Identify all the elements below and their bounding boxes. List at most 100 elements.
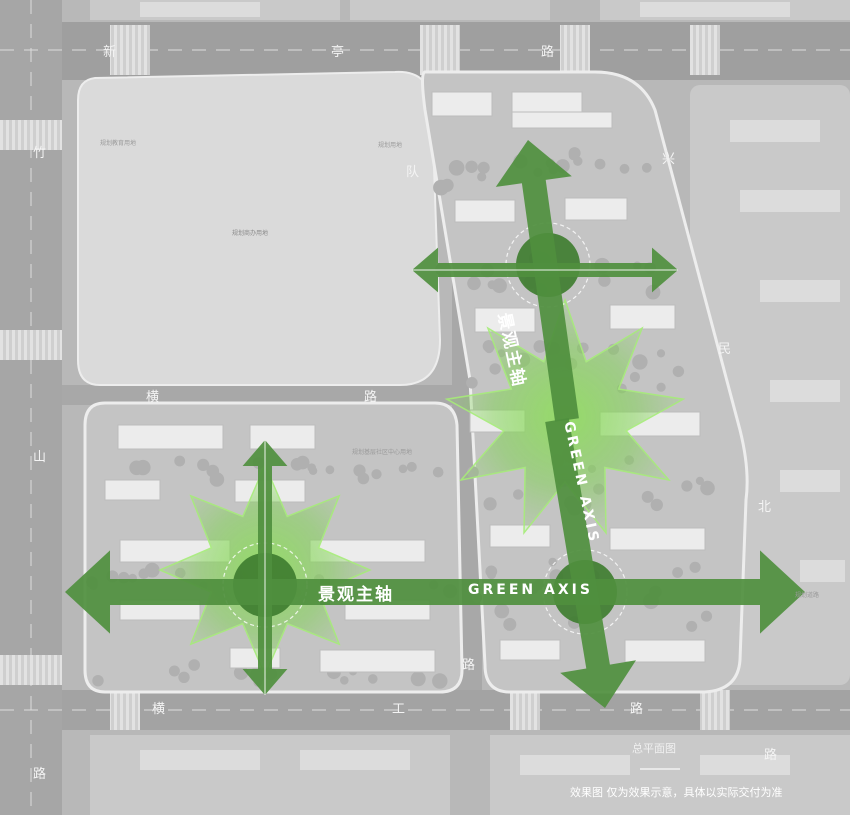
arrow-horizontal-east [320,550,805,634]
road-label-bottom-1: 横 [152,702,166,717]
building-11 [609,527,706,551]
parcel-label-school-2: 规划用地 [378,142,403,149]
tree [489,363,501,375]
tree [432,466,444,478]
tree [483,497,497,511]
building-3 [511,111,613,129]
building-13 [624,639,706,663]
tree [410,671,426,687]
road-label-left-1: 竹 [33,146,47,161]
tree [138,568,150,579]
crosswalk-8 [110,690,140,730]
tree [533,340,547,353]
tree [467,276,481,291]
tree [645,284,661,300]
building-15 [249,424,316,450]
disclaimer: 效果图 仅为效果示意，具体以实际交付为准 [570,786,783,799]
tree [466,377,478,389]
tree [650,498,663,512]
tree [178,671,190,683]
tree [619,163,630,174]
tree [174,455,186,467]
road-label-right-2: 民 [718,342,732,357]
tree [681,480,693,492]
tree [656,349,666,358]
building-6 [474,307,536,333]
tree [448,160,465,176]
road-label-center-1: 队 [406,165,420,180]
building-5 [564,197,628,221]
crosswalk-7 [0,655,62,685]
tree [477,172,487,182]
crosswalk-10 [700,690,730,730]
road-label-bottom-3: 路 [630,702,644,717]
road-label-mid-2: 路 [364,390,378,405]
arrow-horizontal-west [65,550,330,634]
parcel-label-office: 规划商办用地 [232,230,269,237]
building-12 [499,639,561,661]
tree [92,675,104,687]
building-23 [319,649,436,673]
tree [686,620,698,632]
road-label-top-2: 亭 [331,45,345,60]
crosswalk-2 [420,25,460,75]
building-10 [489,524,551,548]
tree [432,673,448,689]
tree [465,160,478,173]
crosswalk-3 [560,25,590,75]
road-label-right-1: 兴 [662,152,676,167]
tree [703,484,713,495]
parcel-label-community: 规划基层社区中心用地 [352,449,413,456]
tree [290,458,304,471]
tree [513,489,524,500]
building-1 [431,91,493,117]
tree [325,465,335,475]
crosswalk-1 [110,25,150,75]
building-16 [104,479,161,501]
scale-bar [640,768,680,770]
tree [641,490,654,503]
tree [672,365,685,378]
building-4 [454,199,516,223]
crosswalk-6 [0,330,62,360]
road-label-right-4: 路 [764,748,778,763]
tree [568,150,579,161]
crosswalk-9 [510,690,540,730]
surrounding-buildings [140,2,845,775]
parcel-label-school-1: 规划教育用地 [100,140,137,147]
tree [442,182,453,192]
tree [656,382,666,392]
road-label-left-3: 路 [33,767,47,782]
tree [484,343,494,354]
road-label-mid-1: 横 [146,390,160,405]
arrow-diagonal-north [495,140,579,422]
tree [368,674,378,684]
road-tag: 规划道路 [795,592,820,599]
axis-arrows [65,140,805,708]
road-label-center-2: 路 [462,658,476,673]
plan-title: 总平面图 [632,742,676,755]
tree [494,603,510,619]
tree [188,659,200,671]
road-label-top-1: 新 [103,45,117,60]
tree [357,472,370,485]
tree [477,161,490,174]
tree [340,676,349,685]
tree [641,162,652,173]
tree [548,557,557,567]
crosswalk-4 [690,25,720,75]
axis-label-en-horizontal: GREEN AXIS [468,582,593,598]
axis-label-cn-horizontal: 景观主轴 [318,585,394,605]
tree [629,371,641,383]
road-label-left-2: 山 [33,450,47,465]
crosswalk-5 [0,120,62,150]
tree [632,354,648,370]
tree [371,469,382,480]
tree [594,158,606,170]
tree [487,570,496,580]
tree [197,458,210,471]
tree [135,459,151,476]
road-label-top-3: 路 [541,45,555,60]
